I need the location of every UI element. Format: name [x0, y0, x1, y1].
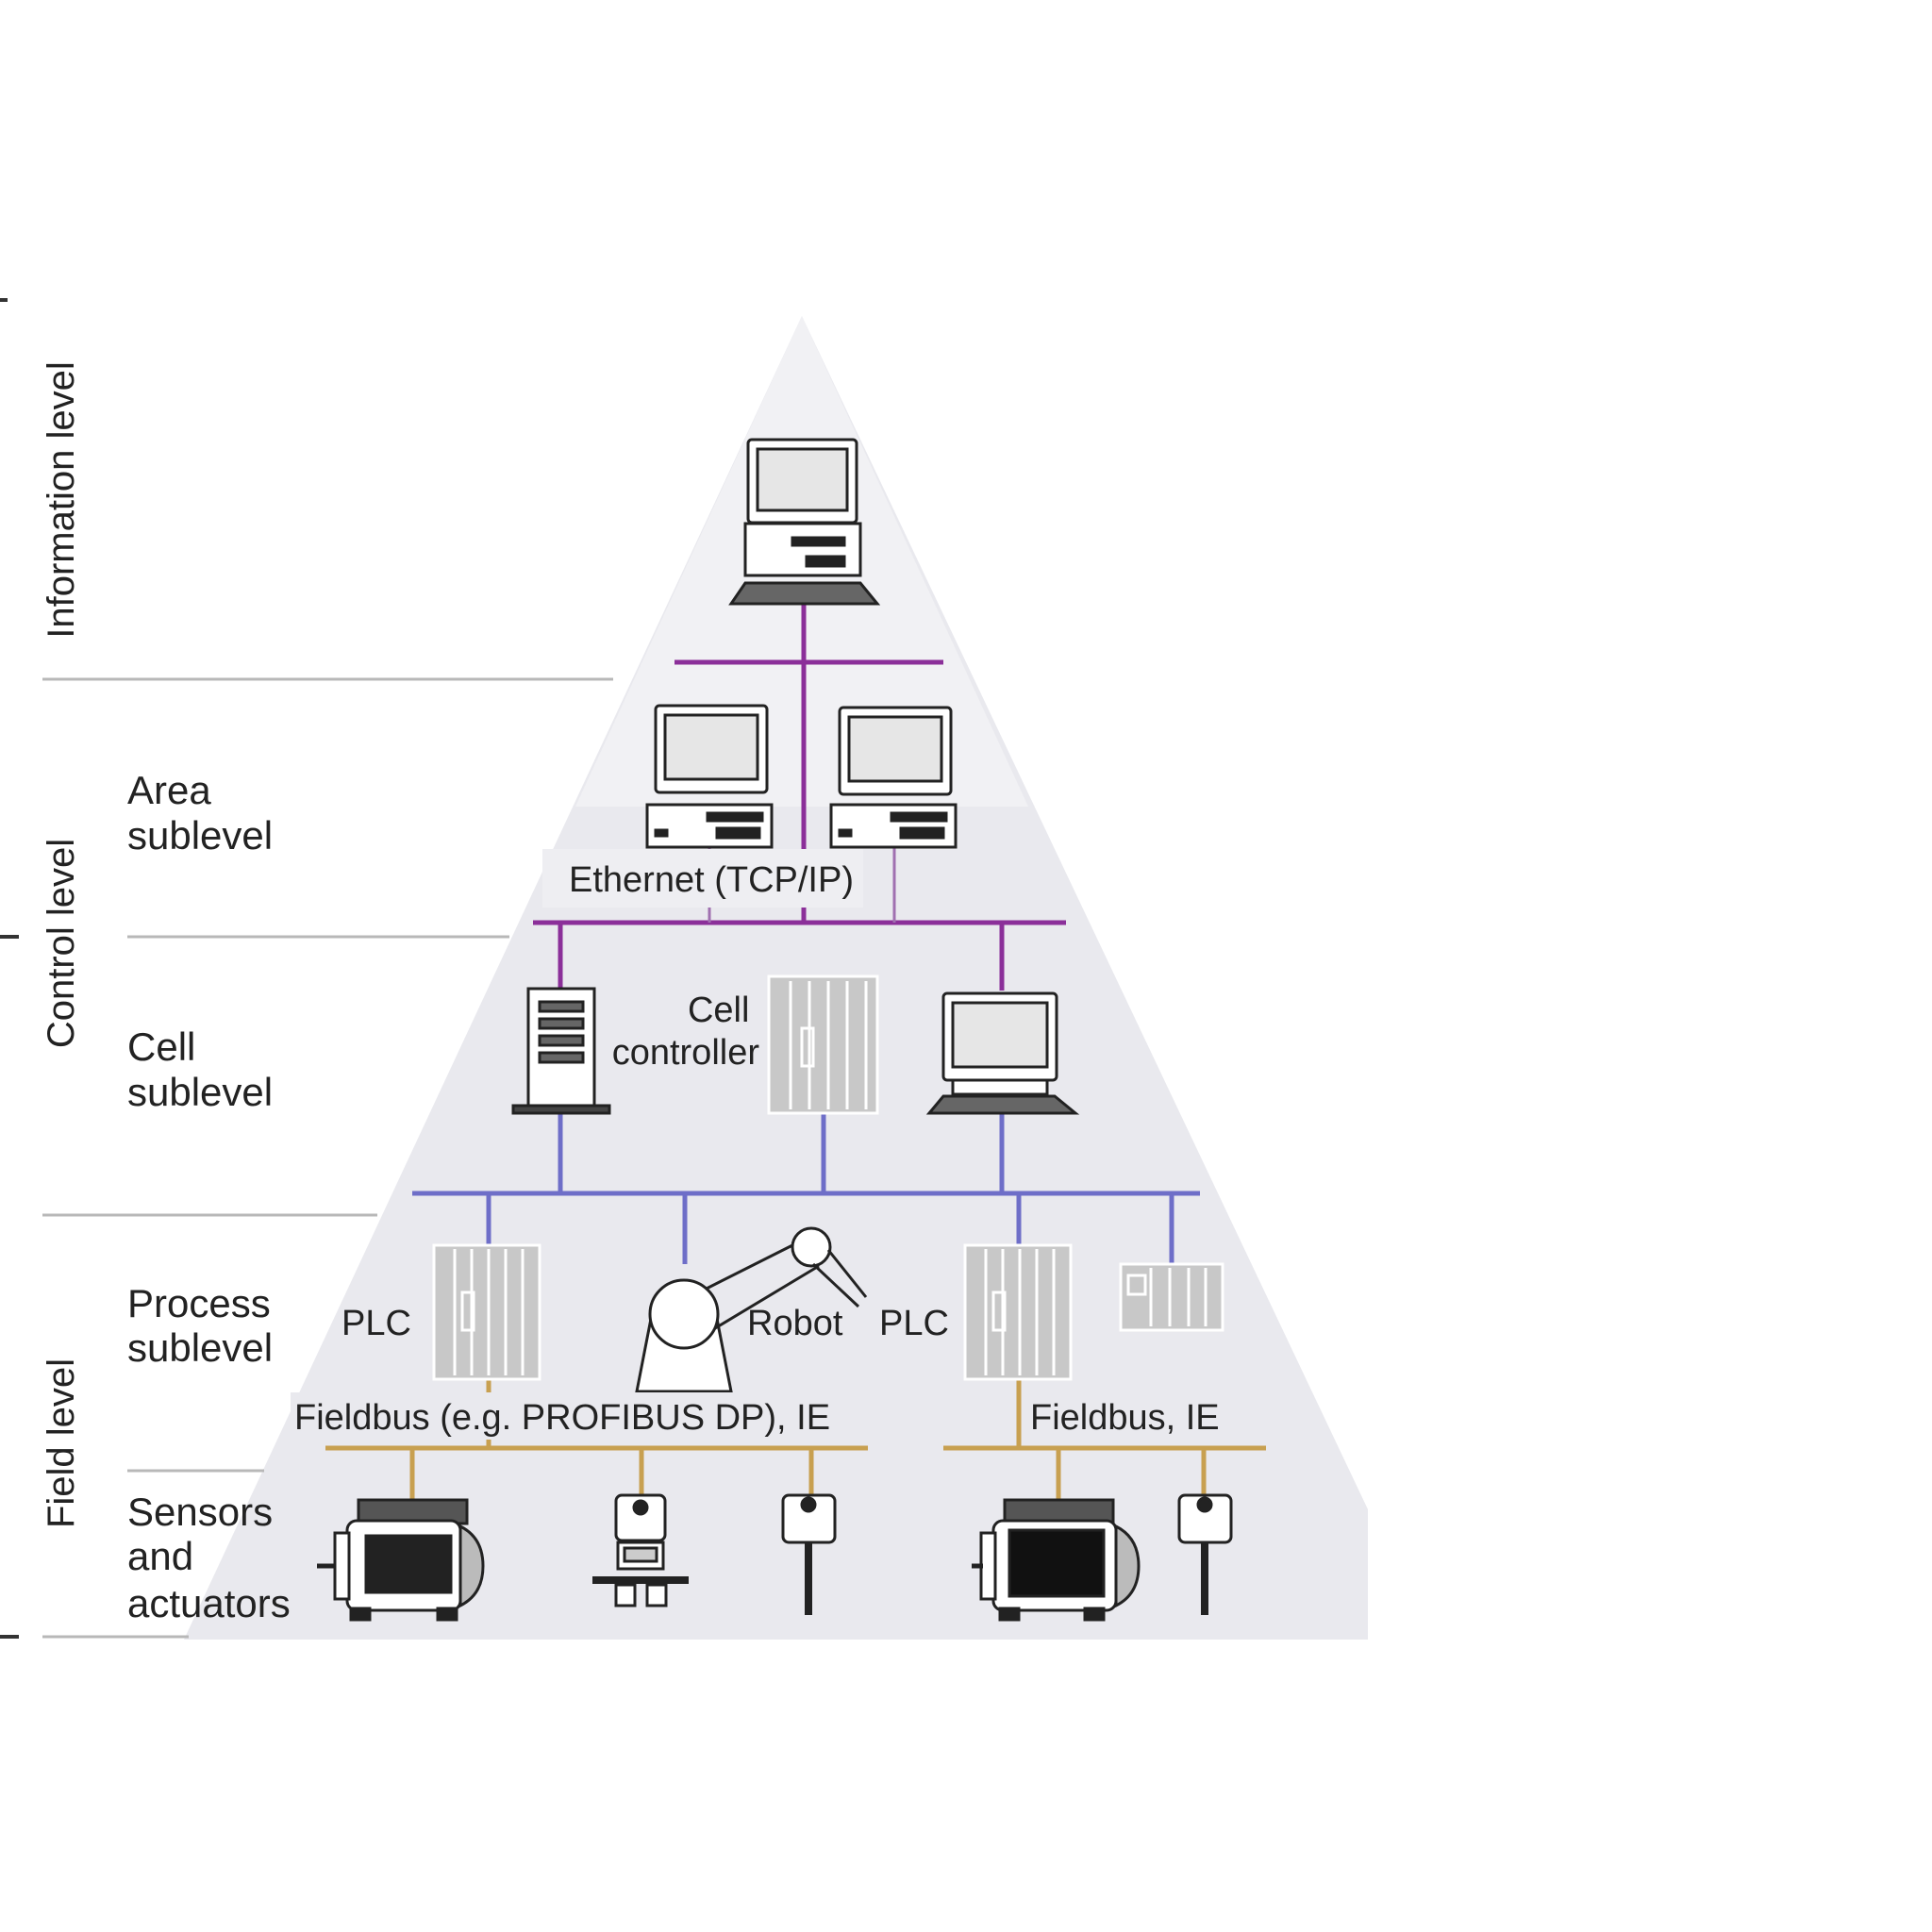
sensor-probe-right-icon	[1177, 1493, 1233, 1615]
tower-server-icon	[511, 987, 611, 1115]
io-module-icon	[1119, 1262, 1224, 1332]
ethernet-label: Ethernet (TCP/IP)	[569, 860, 854, 900]
area-sublevel-label: Area sublevel	[127, 768, 273, 858]
fieldbus-right-label: Fieldbus, IE	[1030, 1398, 1220, 1438]
fieldbus-right	[943, 1377, 1266, 1500]
fieldbus-left-label-bg	[291, 1392, 857, 1440]
area-pc-right-icon	[829, 706, 958, 849]
process-sublevel-label: Process sublevel	[127, 1281, 281, 1370]
plc-left-label: PLC	[341, 1304, 411, 1343]
control-level-label: Control level	[41, 839, 82, 1048]
plc-right-rack-icon	[963, 1243, 1073, 1381]
area-pc-left-icon	[645, 704, 774, 849]
level-dividers	[42, 677, 613, 1639]
cell-bus	[412, 1113, 1200, 1264]
cell-controller-label: Cell controller	[612, 991, 760, 1073]
edge-ticks	[0, 298, 19, 1639]
cell-workstation-icon	[925, 991, 1080, 1115]
fieldbus-left	[325, 1377, 868, 1500]
information-workstation-icon	[728, 438, 881, 606]
fieldbus-left-label: Fieldbus (e.g. PROFIBUS DP), IE	[294, 1398, 830, 1438]
cell-controller-rack-icon	[767, 974, 879, 1115]
ethernet-label-bg	[542, 849, 863, 908]
information-level-label: Information level	[41, 361, 82, 638]
robot-arm-icon	[635, 1226, 868, 1393]
plc-right-label: PLC	[879, 1304, 949, 1343]
motor-left-icon	[317, 1498, 485, 1622]
field-level-label: Field level	[41, 1358, 82, 1528]
cell-sublevel-label: Cell sublevel	[127, 1024, 273, 1114]
sensors-actuators-label: Sensors and actuators	[127, 1490, 291, 1625]
motor-right-icon	[972, 1498, 1141, 1622]
sensor-probe-left-icon	[781, 1493, 837, 1615]
pressure-transmitter-icon	[592, 1493, 689, 1607]
plc-left-rack-icon	[432, 1243, 541, 1381]
robot-label: Robot	[747, 1304, 843, 1343]
